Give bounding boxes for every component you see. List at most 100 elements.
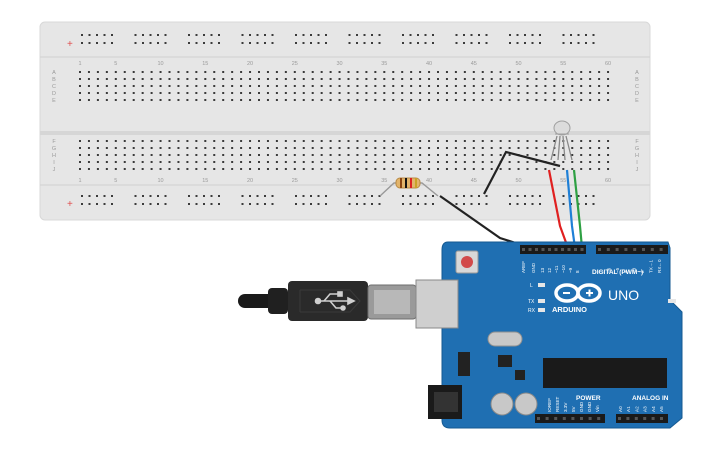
l-led-label: L xyxy=(530,283,533,289)
usb-port xyxy=(415,279,459,329)
bottom-rail-plus-symbol: + xyxy=(67,199,73,210)
brand-label: ARDUINO xyxy=(552,305,587,314)
pin-label: ~6 xyxy=(606,267,611,273)
row-letter: E xyxy=(635,98,639,104)
top-rail-plus-symbol: + xyxy=(67,39,73,50)
capacitor-right xyxy=(514,392,538,416)
pin-label: 13 xyxy=(540,267,545,273)
row-letter: I xyxy=(636,160,638,166)
row-letter: H xyxy=(52,153,56,159)
tx-led-label: TX xyxy=(528,299,535,305)
pin-label: GND xyxy=(587,401,592,412)
row-letter: D xyxy=(635,91,639,97)
pin-label: GND xyxy=(579,401,584,412)
pin-label: ~10 xyxy=(561,265,566,273)
row-letter: G xyxy=(52,146,56,152)
row-letter: J xyxy=(636,167,639,173)
column-number: 45 xyxy=(471,61,477,67)
breadboard-center-channel xyxy=(40,131,650,135)
row-letter: B xyxy=(52,77,56,83)
on-led-label: ON xyxy=(680,299,688,305)
pin-label: 8 xyxy=(575,270,580,273)
pin-label: ~5 xyxy=(615,267,620,273)
column-number: 35 xyxy=(381,61,387,67)
resistor[interactable] xyxy=(379,177,439,197)
row-letter: H xyxy=(635,153,639,159)
row-letter: E xyxy=(52,98,56,104)
column-number: 1 xyxy=(78,61,81,67)
header-holes xyxy=(522,248,663,420)
column-number: 60 xyxy=(605,61,611,67)
wire-blue-pin10 xyxy=(565,169,577,249)
row-letter: F xyxy=(52,139,56,145)
pin-label: ~3 xyxy=(632,267,637,273)
column-number: 30 xyxy=(336,61,342,67)
row-letter: C xyxy=(52,84,56,90)
rgb-led[interactable] xyxy=(550,120,573,161)
aref-label: AREF xyxy=(521,261,526,273)
pin-label: 3.3V xyxy=(563,402,568,412)
pin-label: A4 xyxy=(651,406,656,412)
column-number: 25 xyxy=(292,178,298,184)
row-letter: C xyxy=(635,84,639,90)
row-letter: A xyxy=(635,70,639,76)
pin-label: A3 xyxy=(643,406,648,412)
column-number: 25 xyxy=(292,61,298,67)
column-number: 35 xyxy=(381,178,387,184)
column-number: 5 xyxy=(114,61,117,67)
column-number: 5 xyxy=(114,178,117,184)
gnd-label: GND xyxy=(531,262,536,273)
pin-label: 7 xyxy=(598,270,603,273)
column-number: 15 xyxy=(202,61,208,67)
pin-label: ~9 xyxy=(568,267,573,273)
column-number: 50 xyxy=(515,178,521,184)
rx-led-label: RX xyxy=(528,308,536,314)
pin-label: 12 xyxy=(547,267,552,273)
row-letter: A xyxy=(52,70,56,76)
column-number: 45 xyxy=(471,178,477,184)
atmega-chip xyxy=(543,358,667,388)
column-number: 30 xyxy=(336,178,342,184)
pin-label: A2 xyxy=(634,406,639,412)
pin-label: TX→1 xyxy=(648,260,653,273)
wire-red-pin11 xyxy=(547,169,570,249)
column-number: 20 xyxy=(247,61,253,67)
column-number: 20 xyxy=(247,178,253,184)
usb-cable[interactable] xyxy=(238,281,417,321)
row-letter: G xyxy=(635,146,639,152)
column-number: 15 xyxy=(202,178,208,184)
arduino-uno-board[interactable]: UNO ARDUINO DIGITAL (PWM~) POWER ANALOG … xyxy=(415,241,688,429)
pin-label: RX←0 xyxy=(657,259,662,273)
digital-header-left[interactable] xyxy=(520,245,586,254)
pin-label: A0 xyxy=(618,406,623,412)
column-number: 60 xyxy=(605,178,611,184)
row-letter: D xyxy=(52,91,56,97)
pin-label: A1 xyxy=(626,406,631,412)
column-number: 55 xyxy=(560,178,566,184)
model-label: UNO xyxy=(608,287,639,303)
voltage-regulator xyxy=(458,352,470,376)
arduino-infinity-logo xyxy=(554,283,602,303)
pin-label: A5 xyxy=(659,406,664,412)
analog-header[interactable] xyxy=(616,414,668,423)
pin-label: RESET xyxy=(555,396,560,412)
capacitor-left xyxy=(490,392,514,416)
wire-black-ground-led xyxy=(483,150,561,195)
column-number: 40 xyxy=(426,61,432,67)
crystal xyxy=(487,331,523,347)
wire-green-pin9 xyxy=(572,169,584,249)
pin-label: 4 xyxy=(623,270,628,273)
column-number: 55 xyxy=(560,61,566,67)
power-header[interactable] xyxy=(535,414,605,423)
analog-label: ANALOG IN xyxy=(632,395,669,402)
pin-label: IOREF xyxy=(547,398,552,412)
digital-header-right[interactable] xyxy=(596,245,668,254)
column-number: 40 xyxy=(426,178,432,184)
row-letter: F xyxy=(635,139,639,145)
